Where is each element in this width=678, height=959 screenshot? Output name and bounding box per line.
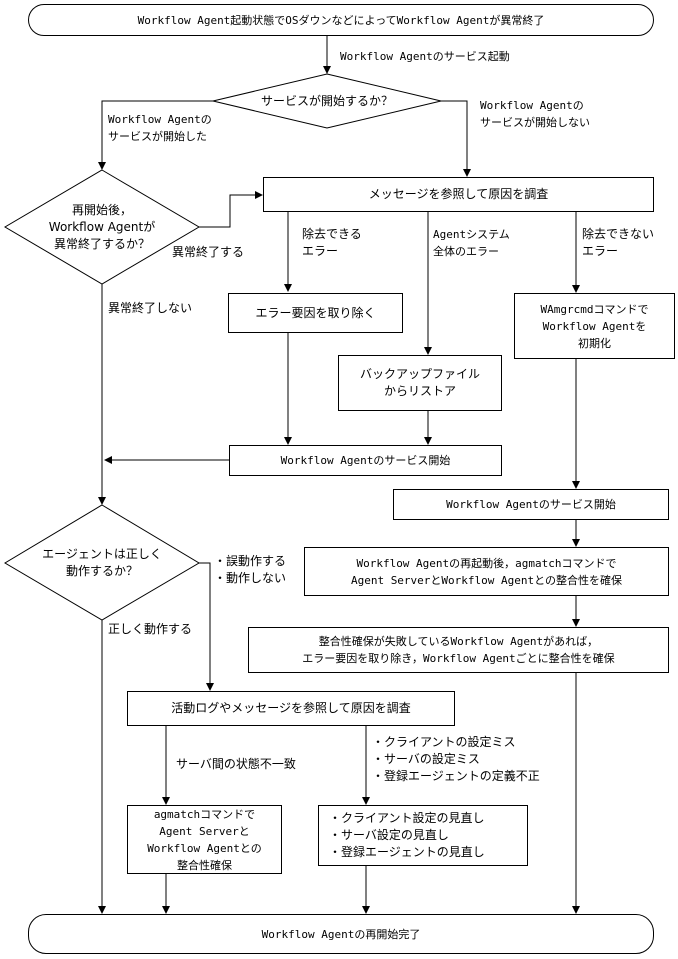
remove-error-box: エラー要因を取り除く [228, 293, 403, 333]
label-server-state-mismatch: サーバ間の状態不一致 [176, 757, 296, 771]
decision-service-diamond [212, 73, 442, 129]
label-removable: 除去できる エラー [302, 227, 362, 258]
edge-service-started [98, 100, 213, 170]
service-start-box-1: Workflow Agentのサービス開始 [229, 445, 502, 476]
edge-service-not-started [441, 100, 471, 177]
check-activity-log-box: 活動ログやメッセージを参照して原因を調査 [127, 691, 455, 726]
label-not-removable: 除去できない エラー [582, 227, 655, 258]
edge-abnormal-end [199, 191, 263, 228]
agmatch-box: agmatchコマンドで Agent Serverと Workflow Agen… [127, 805, 282, 874]
end-terminal: Workflow Agentの再開始完了 [28, 914, 654, 954]
decision-agent-text: エージェントは正しく 動作するか？ [42, 547, 162, 578]
wamgrcmd-init-box: WAmgrcmdコマンドで Workflow Agentを 初期化 [514, 293, 675, 359]
agmatch-after-restart-box: Workflow Agentの再起動後，agmatchコマンドで Agent S… [304, 547, 669, 596]
start-terminal: Workflow Agent起動状態でOSダウンなどによってWorkflow A… [28, 4, 654, 36]
decision-service-text: サービスが開始するか？ [260, 93, 393, 108]
label-abnormal-end: 異常終了する [172, 245, 245, 259]
review-settings-box: ・クライアント設定の見直し ・サーバ設定の見直し ・登録エージェントの見直し [318, 805, 528, 866]
restore-backup-box: バックアップファイル からリストア [338, 355, 502, 411]
edge-malfunction [199, 562, 214, 691]
consistency-failed-box: 整合性確保が失敗しているWorkflow Agentがあれば， エラー要因を取り… [248, 627, 669, 673]
label-no-abnormal-end: 異常終了しない [108, 301, 193, 315]
label-service-start-action: Workflow Agentのサービス起動 [340, 50, 510, 63]
label-agent-system-error: Agentシステム 全体のエラー [433, 228, 510, 258]
check-messages-box: メッセージを参照して原因を調査 [263, 177, 654, 212]
decision-restart-text: 再開始後， Workflow Agentが 異常終了するか？ [48, 202, 156, 251]
label-works-correctly: 正しく動作する [108, 622, 193, 636]
label-service-started: Workflow Agentの サービスが開始した [108, 113, 212, 143]
label-malfunction: ・誤動作する ・動作しない [214, 554, 287, 585]
service-start-box-2: Workflow Agentのサービス開始 [393, 489, 669, 520]
label-service-not-started: Workflow Agentの サービスが開始しない [480, 99, 590, 129]
label-config-errors: ・クライアントの設定ミス ・サーバの設定ミス ・登録エージェントの定義不正 [372, 735, 540, 783]
